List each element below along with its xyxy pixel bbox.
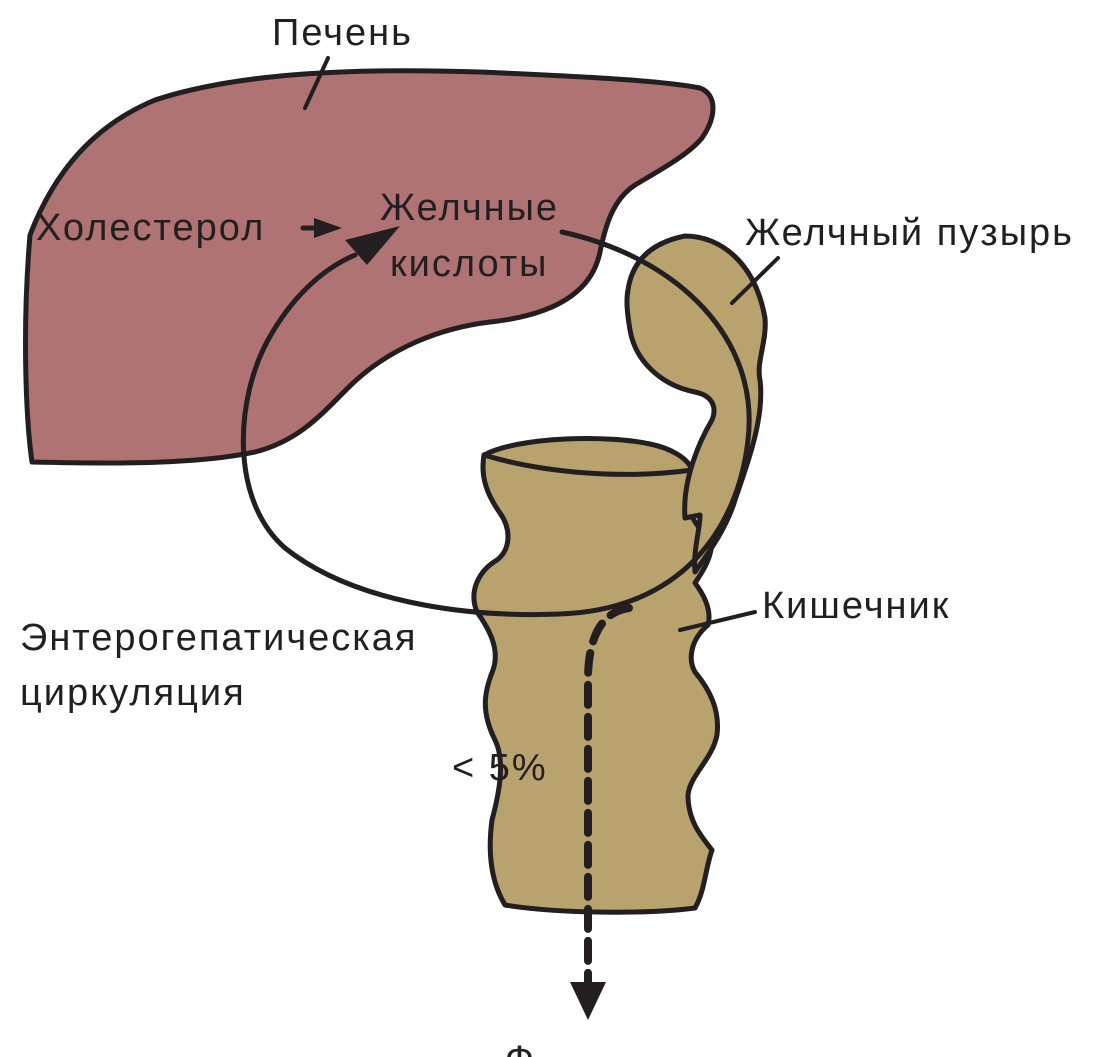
liver-shape (26, 71, 713, 463)
excretion-arrow-icon (570, 982, 606, 1020)
feces-label: Ф (505, 1039, 536, 1057)
bile-acids-label-line2: кислоты (390, 243, 548, 285)
circulation-label-line1: Энтерогепатическая (20, 617, 417, 659)
intestine-label: Кишечник (762, 585, 950, 627)
excretion-percent-label: < 5% (452, 747, 548, 789)
gallbladder-label: Желчный пузырь (745, 212, 1074, 254)
cholesterol-label: Холестерол (36, 207, 265, 249)
intestine-shape (474, 439, 718, 913)
bile-acids-label-line1: Желчные (380, 187, 559, 229)
liver-label: Печень (272, 12, 413, 54)
circulation-label-line2: циркуляция (20, 672, 246, 714)
